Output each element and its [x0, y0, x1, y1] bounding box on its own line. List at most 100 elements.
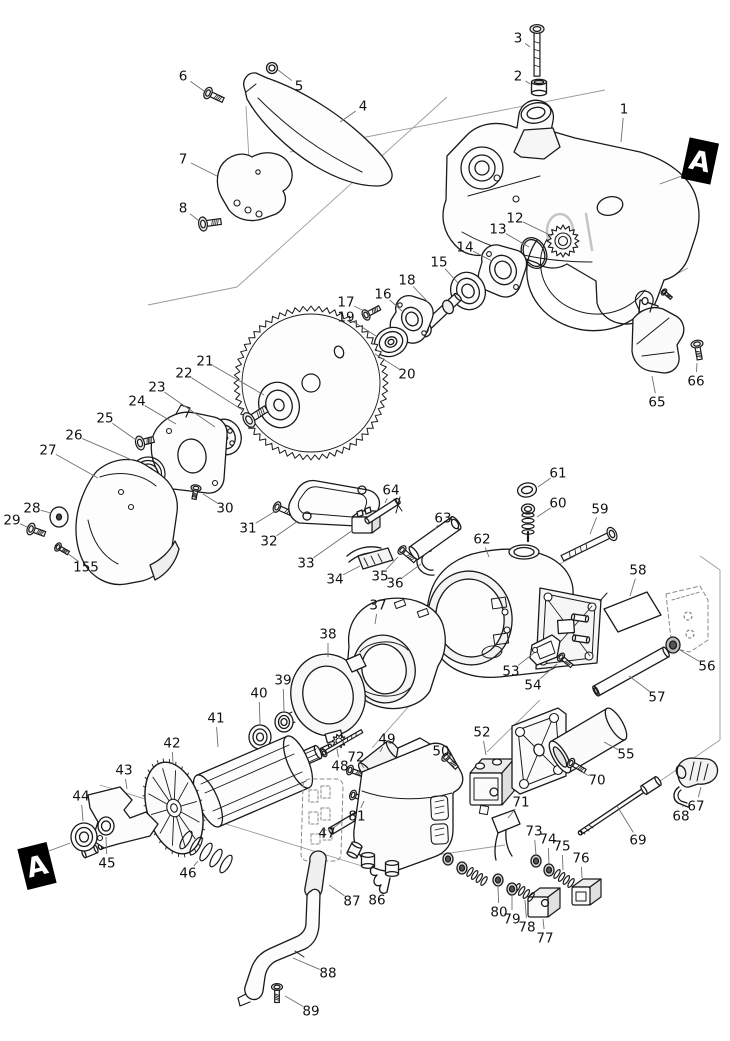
part-64-crosspin: [393, 496, 403, 514]
part-label-64: 64: [382, 483, 399, 499]
callout-38: 38: [319, 627, 337, 657]
leader-line-61: [537, 477, 551, 488]
part-label-52: 52: [473, 725, 490, 741]
part-label-22: 22: [175, 366, 192, 382]
part-27-inner-line-2: [87, 519, 119, 565]
part-88-foot: [237, 993, 251, 1007]
part-7-safety-cover: [216, 152, 293, 222]
part-71-wire-2: [505, 829, 513, 857]
part-label-35: 35: [371, 569, 388, 585]
part-label-39: 39: [274, 673, 291, 689]
callout-87: 87: [328, 884, 361, 910]
part-mount-plate-hole: [533, 743, 545, 757]
callout-46: 46: [179, 860, 199, 882]
leader-line-52: [483, 740, 487, 756]
part-label-80: 80: [490, 905, 507, 921]
part-65-hook: [634, 290, 654, 313]
part-53-inner: [535, 640, 556, 660]
leader-line-44: [81, 804, 84, 822]
part-label-31: 31: [239, 521, 256, 537]
part-88-step: [294, 950, 305, 958]
callout-64: 64: [382, 483, 400, 504]
callout-15: 15: [430, 255, 459, 284]
leader-line-34: [342, 565, 361, 576]
callout-66: 66: [687, 362, 705, 390]
part-label-66: 66: [687, 374, 704, 390]
part-155-screw: [54, 542, 71, 556]
part-25-bolt: [134, 435, 156, 451]
leader-line-3: [524, 43, 531, 48]
callout-65: 65: [648, 375, 666, 411]
part-label-68: 68: [672, 809, 689, 825]
part-75-spring: [553, 869, 575, 888]
leader-line-5: [277, 69, 293, 81]
callout-80: 80: [490, 886, 508, 921]
callout-67: 67: [687, 786, 705, 815]
part-63-bore: [450, 518, 460, 530]
part-1-clamp-arm: [513, 127, 561, 160]
part-label-42: 42: [163, 736, 180, 752]
part-label-45: 45: [98, 856, 115, 872]
callout-32: 32: [260, 520, 299, 550]
part-5-nut: [265, 61, 279, 75]
leader-line-54: [539, 663, 558, 680]
callout-14: 14: [456, 240, 493, 262]
part-label-15: 15: [430, 255, 447, 271]
part-label-61: 61: [549, 466, 566, 482]
part-56-grommet: [665, 636, 681, 654]
part-38-notch: [345, 653, 367, 673]
part-label-67: 67: [687, 799, 704, 815]
leader-line-67: [697, 786, 702, 798]
part-label-70: 70: [588, 773, 605, 789]
leader-line-89: [284, 995, 304, 1007]
part-62-inner-holes: [501, 608, 511, 634]
callout-53: 53: [502, 652, 535, 680]
part-89-screw: [270, 982, 284, 1004]
part-1-blade-arc: [526, 239, 651, 332]
part-2-sleeve: [530, 78, 548, 97]
leader-line-39: [282, 688, 285, 712]
part-label-79: 79: [503, 912, 520, 928]
leader-line-35: [385, 556, 399, 570]
ghost-terminal-cells-5: [310, 833, 321, 845]
construction-line-3: [147, 286, 238, 306]
ghost-terminal-cells: [308, 789, 319, 803]
part-7-slots: [233, 169, 263, 218]
part-77-detail: [540, 898, 550, 908]
part-label-29: 29: [3, 513, 20, 529]
leader-line-17: [353, 305, 365, 312]
ghost-terminal-cells-4: [320, 807, 331, 821]
part-base-slot: [430, 795, 449, 821]
part-label-58: 58: [629, 563, 646, 579]
part-label-41: 41: [207, 711, 224, 727]
leader-line-72: [360, 764, 365, 769]
part-label-57: 57: [648, 690, 665, 706]
leader-line-15: [444, 268, 459, 284]
part-label-24: 24: [128, 394, 145, 410]
part-1-hole: [596, 196, 624, 216]
callout-78: 78: [518, 899, 536, 936]
leader-line-76: [581, 866, 583, 879]
part-label-30: 30: [216, 501, 233, 517]
leader-line-12: [522, 221, 553, 237]
part-label-76: 76: [572, 851, 589, 867]
part-59-bolt: [560, 526, 618, 562]
part-4-end-detail: [245, 83, 257, 93]
ghost-hook-detail: [671, 591, 701, 601]
part-base-slot-2: [430, 823, 449, 845]
part-74-washer: [543, 863, 555, 877]
construction-line-2: [236, 96, 448, 288]
callout-40: 40: [250, 686, 268, 725]
callout-31: 31: [239, 511, 275, 537]
part-washer-b: [456, 861, 468, 875]
part-label-4: 4: [359, 99, 368, 115]
callout-155: 155: [66, 552, 99, 576]
part-label-5: 5: [295, 79, 304, 95]
part-30-screw: [190, 484, 202, 501]
leader-line-88: [292, 957, 320, 970]
leader-line-37: [374, 613, 378, 625]
callout-13: 13: [489, 222, 530, 248]
part-62-top-boss: [508, 544, 540, 560]
part-label-13: 13: [489, 222, 506, 238]
